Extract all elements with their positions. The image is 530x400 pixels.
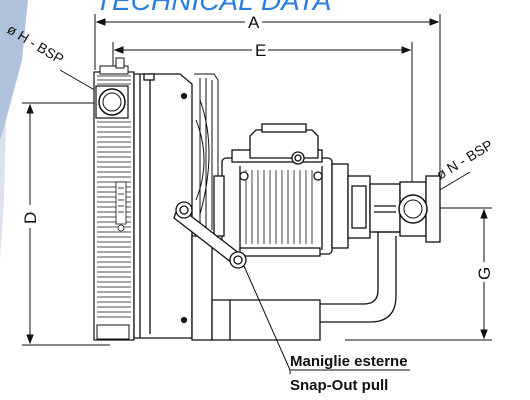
radiator-filler	[115, 57, 125, 69]
callout-line-1: Maniglie esterne	[290, 353, 408, 370]
callout-line-2: Snap-Out pull	[290, 377, 388, 394]
motor-cooling-fins	[245, 170, 313, 244]
fan-guard	[194, 73, 219, 237]
frame-accent-lower	[0, 120, 6, 260]
dimension-d	[22, 102, 110, 346]
snap-out-handle	[173, 201, 247, 269]
dimension-a	[94, 14, 441, 200]
dimension-d-label: D	[21, 212, 40, 224]
dimension-e-label: E	[255, 41, 266, 60]
dimension-a-label: A	[248, 13, 260, 32]
dimension-g-label: G	[475, 267, 494, 280]
support-bracket	[191, 235, 321, 341]
motor-flange	[331, 163, 371, 249]
outlet-port-n	[398, 194, 428, 224]
radiator-cap	[99, 65, 129, 75]
page-title: TECHNICAL DATA	[95, 0, 331, 16]
electric-motor	[213, 149, 333, 257]
inlet-port-h	[95, 85, 129, 119]
return-pipe	[320, 231, 400, 323]
terminal-box	[239, 123, 323, 181]
dimension-g	[345, 207, 492, 341]
frame-accent	[0, 0, 28, 140]
nameplate	[115, 181, 127, 232]
